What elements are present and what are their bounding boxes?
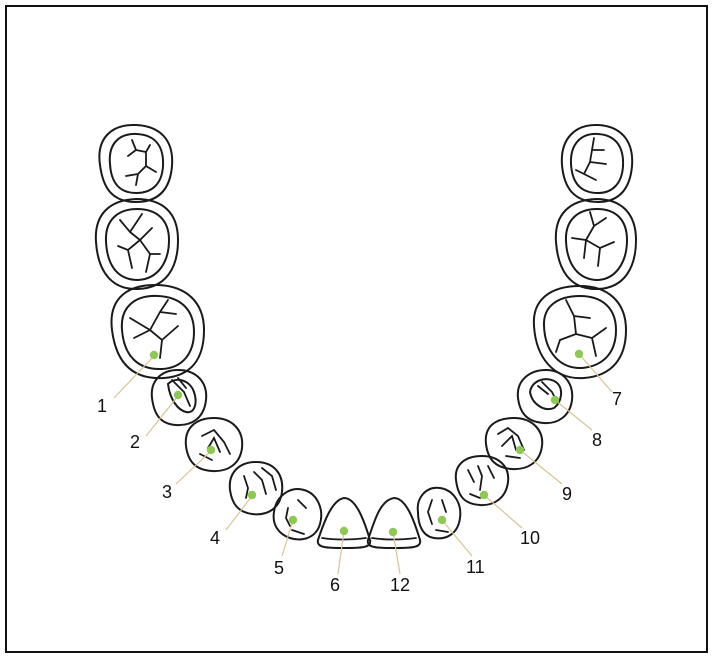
site-label-7: 7 <box>612 389 622 409</box>
site-label-10: 10 <box>520 528 540 548</box>
tooth-left-molar-3 <box>99 125 172 202</box>
site-label-5: 5 <box>274 558 284 578</box>
site-marker-12 <box>389 528 397 536</box>
site-marker-8 <box>551 396 559 404</box>
site-label-2: 2 <box>130 432 140 452</box>
site-marker-1 <box>150 351 158 359</box>
site-label-6: 6 <box>330 575 340 595</box>
tooth-right-molar-1 <box>534 286 626 378</box>
tooth-right-molar-3 <box>562 125 632 202</box>
tooth-right-lateral-incisor <box>418 488 461 539</box>
tooth-left-molar-1 <box>111 285 204 378</box>
site-marker-3 <box>207 446 215 454</box>
tooth-left-central-incisor <box>318 498 370 548</box>
tooth-right-molar-2 <box>556 199 636 289</box>
site-label-12: 12 <box>390 575 410 595</box>
site-marker-11 <box>438 516 446 524</box>
tooth-left-premolar-1 <box>186 418 242 471</box>
site-label-9: 9 <box>562 484 572 504</box>
tooth-left-lateral-incisor <box>274 489 322 539</box>
site-marker-10 <box>480 491 488 499</box>
site-label-8: 8 <box>592 430 602 450</box>
site-label-4: 4 <box>210 528 220 548</box>
site-marker-9 <box>516 446 524 454</box>
site-marker-2 <box>174 391 182 399</box>
site-markers <box>150 350 583 536</box>
site-marker-4 <box>248 491 256 499</box>
site-marker-5 <box>289 516 297 524</box>
site-label-3: 3 <box>162 482 172 502</box>
site-labels: 1 2 3 4 5 6 7 8 9 10 11 12 <box>97 389 622 595</box>
site-marker-7 <box>575 350 583 358</box>
tooth-left-molar-2 <box>96 199 178 289</box>
site-label-1: 1 <box>97 396 107 416</box>
site-marker-6 <box>340 527 348 535</box>
tooth-right-premolar-2 <box>518 370 572 423</box>
site-label-11: 11 <box>466 557 485 577</box>
